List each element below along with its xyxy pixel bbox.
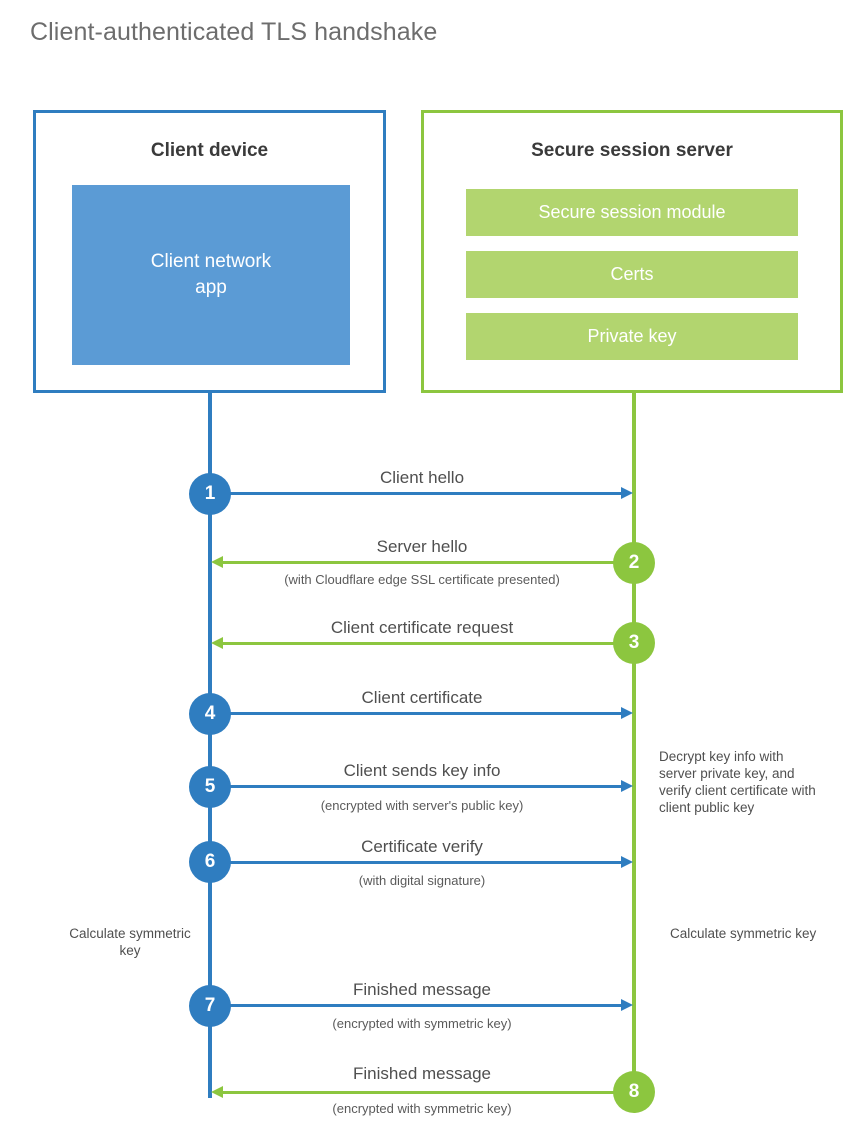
server-module-label: Certs xyxy=(610,264,654,284)
server-module-label: Private key xyxy=(587,326,677,346)
step-7-arrow xyxy=(210,999,633,1011)
server-lifeline xyxy=(632,393,636,1093)
arrow-head-icon xyxy=(621,999,633,1011)
arrow-head-icon xyxy=(621,707,633,719)
server-module-label: Secure session module xyxy=(538,202,726,222)
arrow-head-icon xyxy=(211,1086,223,1098)
step-2-sub-label: (with Cloudflare edge SSL certificate pr… xyxy=(284,572,560,587)
step-8-sub-label: (encrypted with symmetric key) xyxy=(332,1101,512,1116)
step-number: 6 xyxy=(204,851,216,872)
step-number: 7 xyxy=(204,995,216,1016)
arrow-head-icon xyxy=(211,637,223,649)
step-4-circle: 4 xyxy=(189,693,231,735)
client-network-app-block: Client network app xyxy=(72,185,350,365)
step-number: 2 xyxy=(628,552,640,573)
step-2-main-label: Server hello xyxy=(376,537,468,556)
arrow-head-icon xyxy=(621,780,633,792)
step-6-sub-label: (with digital signature) xyxy=(358,873,486,888)
step-3-arrow xyxy=(211,637,634,649)
arrow-head-icon xyxy=(211,556,223,568)
server-module-private-key: Private key xyxy=(466,313,798,360)
step-2-arrow xyxy=(211,556,634,568)
step-3-main-label: Client certificate request xyxy=(330,618,514,637)
step-5-arrow xyxy=(210,780,633,792)
server-decrypt-note: Decrypt key info with server private key… xyxy=(659,749,816,815)
client-lifeline xyxy=(208,393,212,1098)
client-device-title: Client device xyxy=(150,140,269,161)
step-8-main-label: Finished message xyxy=(353,1064,491,1083)
step-5-main-label: Client sends key info xyxy=(343,761,501,780)
step-number: 3 xyxy=(628,632,640,653)
step-1-main-label: Client hello xyxy=(379,468,465,487)
step-7-main-label: Finished message xyxy=(353,980,491,999)
step-8-arrow xyxy=(211,1086,634,1098)
step-6-arrow xyxy=(210,856,633,868)
step-number: 4 xyxy=(204,703,216,724)
step-8-circle: 8 xyxy=(613,1071,655,1113)
step-5-circle: 5 xyxy=(189,766,231,808)
step-number: 1 xyxy=(204,483,216,504)
step-number: 5 xyxy=(204,776,216,797)
step-7-sub-label: (encrypted with symmetric key) xyxy=(332,1016,512,1031)
client-calculate-symmetric-key-note: Calculate symmetric key xyxy=(69,926,191,958)
step-7-circle: 7 xyxy=(189,985,231,1027)
arrow-head-icon xyxy=(621,487,633,499)
step-5-sub-label: (encrypted with server's public key) xyxy=(320,798,524,813)
step-number: 8 xyxy=(628,1081,640,1102)
arrow-head-icon xyxy=(621,856,633,868)
step-6-main-label: Certificate verify xyxy=(361,837,483,856)
page-title: Client-authenticated TLS handshake xyxy=(30,18,438,46)
step-6-circle: 6 xyxy=(189,841,231,883)
server-module-certs: Certs xyxy=(466,251,798,298)
step-1-arrow xyxy=(210,487,633,499)
step-1-circle: 1 xyxy=(189,473,231,515)
server-module-secure-session-module: Secure session module xyxy=(466,189,798,236)
step-4-main-label: Client certificate xyxy=(361,688,483,707)
step-3-circle: 3 xyxy=(613,622,655,664)
step-4-arrow xyxy=(210,707,633,719)
client-network-app-label: Client network app xyxy=(150,251,272,298)
secure-session-server-title: Secure session server xyxy=(531,140,733,161)
server-calculate-symmetric-key-note: Calculate symmetric key xyxy=(670,926,817,941)
server-module-list: Secure session module Certs Private key xyxy=(466,189,798,375)
secure-session-server-box: Secure session server Secure session mod… xyxy=(421,110,843,393)
client-device-box: Client device Client network app xyxy=(33,110,386,393)
step-2-circle: 2 xyxy=(613,542,655,584)
